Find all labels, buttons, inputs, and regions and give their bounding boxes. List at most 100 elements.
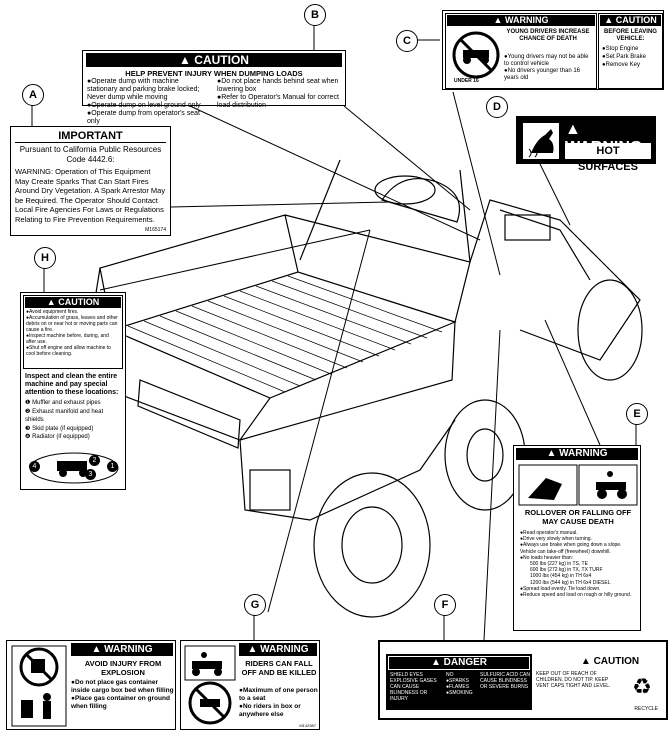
label-e: E — [626, 403, 648, 425]
number-badge-icon: ❷ — [25, 408, 31, 415]
decal-b-item: Operate dump on level ground only — [87, 102, 211, 110]
decal-b-item: Do not place hands behind seat when lowe… — [217, 78, 341, 94]
load-kg: (454 kg) — [550, 573, 569, 580]
warning-triangle-icon: ▲ — [247, 644, 258, 655]
decal-f-danger-header: DANGER — [443, 657, 488, 668]
load-weight: 1000 lbs — [530, 573, 549, 580]
decal-c-caution-item: Set Park Brake — [602, 53, 662, 61]
decal-c-warning: ▲ WARNING UNDER 16 YOUNG DRIVERS INCREAS… — [445, 13, 597, 89]
decal-g2-title: RIDERS CAN FALL OFF AND BE KILLED — [241, 659, 317, 677]
warning-triangle-icon: ▲ — [565, 121, 581, 138]
decal-g-explosion: ▲ WARNING AVOID INJURY FROM EXPLOSION Do… — [6, 640, 176, 730]
no-riders-icon — [184, 645, 236, 725]
decal-f-danger-right: SULFURIC ACID CAN CAUSE BLINDNESS OR SEV… — [480, 672, 531, 690]
decal-c-warning-title: YOUNG DRIVERS INCREASE CHANCE OF DEATH — [506, 29, 590, 42]
load-weight: 1200 lbs — [530, 579, 549, 586]
decal-g1-header: WARNING — [104, 644, 153, 655]
decal-e-item: No loads heavier than: — [520, 555, 638, 561]
decal-e-item: Read operator's manual. — [520, 530, 638, 536]
decal-g1-item: Do not place gas container inside cargo … — [71, 679, 175, 695]
decal-e-item: Always use brake when going down a slope… — [520, 542, 638, 554]
decal-b-item: Operate dump from operator's seat only — [87, 110, 211, 126]
decal-h-location: ❸ Skid plate (if equipped) — [25, 425, 121, 434]
warning-triangle-icon: ▲ — [430, 657, 441, 668]
warning-triangle-icon: ▲ — [91, 644, 102, 655]
decal-b-header: CAUTION — [194, 53, 249, 67]
decal-c-caution-item: Remove Key — [602, 61, 662, 69]
decal-a-title: IMPORTANT — [15, 130, 166, 143]
decal-e-item: Reduce speed and load on rough or hilly … — [520, 592, 638, 598]
location-text: Muffler and exhaust pipes — [32, 400, 101, 406]
warning-triangle-icon: ▲ — [580, 656, 591, 667]
label-b: B — [304, 4, 326, 26]
recycle-icon: ♻ — [632, 674, 652, 699]
decal-f-caution: ▲ CAUTION KEEP OUT OF REACH OF CHILDREN.… — [536, 656, 664, 712]
decal-c-caution-item: Stop Engine — [602, 45, 662, 53]
number-badge-2: 2 — [89, 455, 100, 466]
decal-e-loads: 500 lbs (227 kg) in TS, TE 600 lbs (272 … — [520, 561, 638, 586]
decal-e-header: WARNING — [559, 448, 608, 459]
number-badge-4: 4 — [29, 461, 40, 472]
decal-h-item: Inspect machine before, during, and afte… — [26, 333, 120, 345]
decal-c-warning-item: No drivers younger than 16 years old — [504, 68, 592, 82]
decal-f-caution-header: CAUTION — [593, 656, 640, 667]
label-a: A — [22, 84, 44, 106]
number-badge-icon: ❶ — [25, 400, 31, 406]
number-badge-1: 1 — [107, 461, 118, 472]
location-text: Exhaust manifold and heat shields — [25, 408, 104, 424]
load-kg: (544 kg) — [550, 579, 569, 586]
decal-c-icon-text: UNDER 16 — [454, 78, 479, 84]
no-child-driver-icon — [452, 31, 500, 79]
decal-h-location: ❷ Exhaust manifold and heat shields — [25, 408, 121, 425]
decal-c-warning-item: Young drivers may not be able to control… — [504, 54, 592, 68]
decal-c: ▲ WARNING UNDER 16 YOUNG DRIVERS INCREAS… — [442, 10, 664, 90]
decal-b-item: Operate dump with machine stationary and… — [87, 78, 211, 102]
location-text: Radiator (if equipped) — [32, 434, 90, 440]
number-badge-icon: ❹ — [25, 434, 31, 440]
load-model: in TS, TE — [567, 561, 588, 568]
decal-b-left-col: Operate dump with machine stationary and… — [87, 78, 211, 126]
decal-c-caution-title: BEFORE LEAVING VEHICLE: — [604, 29, 657, 42]
decal-h-item: Avoid equipment fires. — [26, 309, 120, 315]
number-badge-icon: ❸ — [25, 425, 31, 432]
warning-triangle-icon: ▲ — [493, 15, 503, 25]
decal-g2-header: WARNING — [260, 644, 309, 655]
rollover-pictograms — [518, 464, 638, 506]
decal-h-location: ❶ Muffler and exhaust pipes — [25, 399, 121, 408]
decal-h-header: CAUTION — [58, 297, 100, 307]
decal-h-inspect-title: Inspect and clean the entire machine and… — [25, 373, 119, 396]
label-d: D — [486, 96, 508, 118]
danger-mid-line: SMOKING — [446, 690, 476, 696]
decal-c-caution-header: CAUTION — [615, 15, 657, 25]
load-model: in TH 6x4 DIESEL — [570, 579, 611, 586]
decal-b-title: HELP PREVENT INJURY WHEN DUMPING LOADS — [125, 69, 303, 78]
decal-b-right-col: Do not place hands behind seat when lowe… — [217, 78, 341, 126]
warning-triangle-icon: ▲ — [604, 15, 614, 25]
decal-g1-title: AVOID INJURY FROM EXPLOSION — [84, 659, 162, 677]
decal-b-caution: ▲ CAUTION HELP PREVENT INJURY WHEN DUMPI… — [82, 50, 346, 125]
warning-triangle-icon: ▲ — [179, 53, 191, 67]
load-weight: 500 lbs — [530, 561, 547, 568]
load-weight: 600 lbs — [530, 567, 547, 574]
danger-mid-line: SPARKS — [446, 678, 476, 684]
decal-a-subtitle: Pursuant to California Public Resources … — [19, 145, 162, 164]
location-text: Skid plate (if equipped) — [32, 425, 94, 432]
decal-a-important: IMPORTANT Pursuant to California Public … — [10, 126, 171, 236]
decal-e-title: ROLLOVER OR FALLING OFF MAY CAUSE DEATH — [524, 508, 632, 526]
decal-d-text: HOT SURFACES — [565, 143, 651, 173]
label-c: C — [396, 30, 418, 52]
load-model: in TX, TX TURF — [567, 567, 603, 574]
hot-surface-hand-icon — [523, 123, 559, 159]
decal-a-code: M165174 — [145, 227, 166, 233]
danger-mid-line: FLAMES — [446, 684, 476, 690]
label-g: G — [244, 594, 266, 616]
decal-g1-item: Place gas container on ground when filli… — [71, 695, 175, 711]
decal-e-item: Spread load evenly. Tie load down. — [520, 586, 638, 592]
decal-e-rollover: ▲ WARNING ROLLOVER OR FALLING OFF MAY CA… — [513, 445, 641, 631]
decal-c-caution: ▲ CAUTION BEFORE LEAVING VEHICLE: Stop E… — [598, 13, 663, 89]
decal-b-item: Refer to Operator's Manual for correct l… — [217, 94, 341, 110]
decal-f-caution-text: KEEP OUT OF REACH OF CHILDREN. DO NOT TI… — [536, 671, 611, 689]
decal-g-riders: ▲ WARNING RIDERS CAN FALL OFF AND BE KIL… — [180, 640, 320, 730]
decal-f-recycle: RECYCLE — [634, 706, 658, 712]
